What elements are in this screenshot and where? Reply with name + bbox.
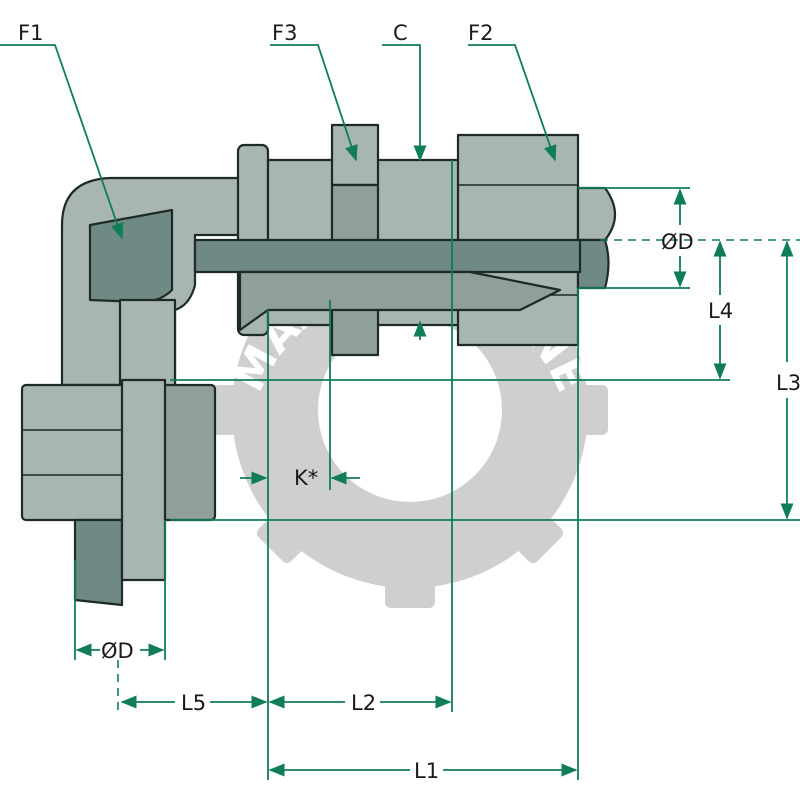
leader-f3 <box>270 44 358 162</box>
label-l2: L2 <box>351 691 376 715</box>
label-l1: L1 <box>414 759 439 783</box>
leader-f2 <box>468 44 557 162</box>
label-f3: F3 <box>272 21 297 45</box>
label-l4: L4 <box>708 299 733 323</box>
label-k: K* <box>294 466 318 490</box>
label-c: C <box>393 21 408 45</box>
elbow-fitting <box>20 123 617 607</box>
leader-f1 <box>0 44 124 240</box>
label-od-bottom: ØD <box>101 639 134 663</box>
label-od-right: ØD <box>661 230 694 254</box>
label-l5: L5 <box>181 691 206 715</box>
label-l3: L3 <box>776 371 800 395</box>
label-f2: F2 <box>468 21 493 45</box>
dimensions: ØD L4 L3 K* ØD L5 L2 <box>74 160 800 783</box>
leaders: F1 F3 F2 C <box>0 21 557 340</box>
label-f1: F1 <box>18 21 43 45</box>
leader-c <box>382 44 427 162</box>
